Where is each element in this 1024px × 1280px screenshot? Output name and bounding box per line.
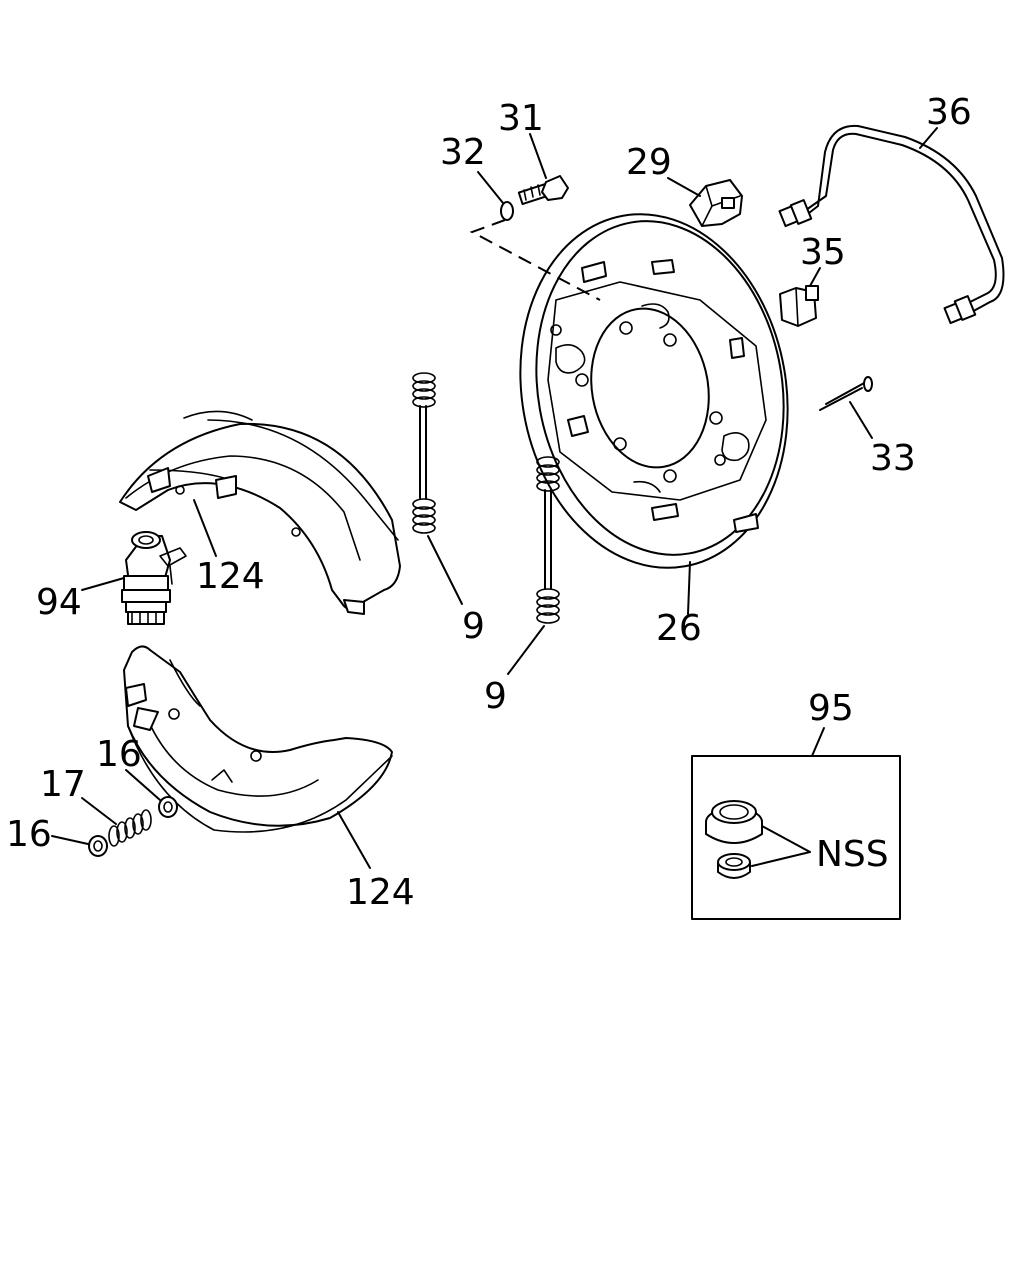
washer-16-right[interactable] <box>158 796 178 818</box>
label-35: 35 <box>800 232 846 273</box>
leader-nss-upper <box>761 825 811 853</box>
label-9-lower: 9 <box>484 676 507 717</box>
leader-17 <box>81 797 117 825</box>
leader-94 <box>81 577 125 591</box>
return-spring-9-upper[interactable] <box>412 372 436 534</box>
adjuster-94[interactable] <box>121 531 187 625</box>
label-nss: NSS <box>816 834 889 875</box>
leader-35 <box>809 267 821 287</box>
label-95: 95 <box>808 688 854 729</box>
label-124-upper: 124 <box>196 556 265 597</box>
leader-16-right <box>125 769 161 801</box>
brake-pipe-36[interactable] <box>778 124 1005 325</box>
clip-35[interactable] <box>779 285 819 327</box>
leader-32 <box>477 171 504 204</box>
bolt-alignment-line <box>469 219 601 301</box>
return-spring-9-lower[interactable] <box>536 456 560 624</box>
bolt-31[interactable] <box>517 175 569 206</box>
leader-36 <box>919 127 938 149</box>
label-36: 36 <box>926 92 972 133</box>
kit-box-95[interactable] <box>691 755 901 920</box>
washer-32[interactable] <box>500 201 514 221</box>
backing-plate-26[interactable] <box>493 193 815 589</box>
label-31: 31 <box>498 98 544 139</box>
cup-seal[interactable] <box>705 800 763 844</box>
leader-9-lower <box>507 625 545 675</box>
leader-33 <box>849 401 873 439</box>
spring-17[interactable] <box>108 809 152 847</box>
leader-124-lower <box>337 811 371 869</box>
leader-26 <box>687 561 691 615</box>
label-9-upper: 9 <box>462 606 485 647</box>
brake-shoe-124-lower[interactable] <box>123 645 393 833</box>
label-124-lower: 124 <box>346 872 415 913</box>
label-16-right: 16 <box>96 734 142 775</box>
brake-shoe-124-upper[interactable] <box>119 410 401 615</box>
label-16-left: 16 <box>6 814 52 855</box>
leader-nss-lower <box>751 851 811 867</box>
leader-124-upper <box>193 499 217 557</box>
label-26: 26 <box>656 608 702 649</box>
label-94: 94 <box>36 582 82 623</box>
leader-95 <box>811 727 825 757</box>
pin-33[interactable] <box>819 376 873 411</box>
label-33: 33 <box>870 438 916 479</box>
washer-16-left[interactable] <box>88 835 108 857</box>
leader-16-left <box>51 835 89 845</box>
leader-31 <box>529 133 547 179</box>
label-29: 29 <box>626 142 672 183</box>
label-17: 17 <box>40 764 86 805</box>
leader-29 <box>667 177 701 197</box>
seal-ring[interactable] <box>717 853 751 879</box>
label-32: 32 <box>440 132 486 173</box>
leader-9-upper <box>427 535 463 605</box>
bracket-29[interactable] <box>689 179 743 227</box>
